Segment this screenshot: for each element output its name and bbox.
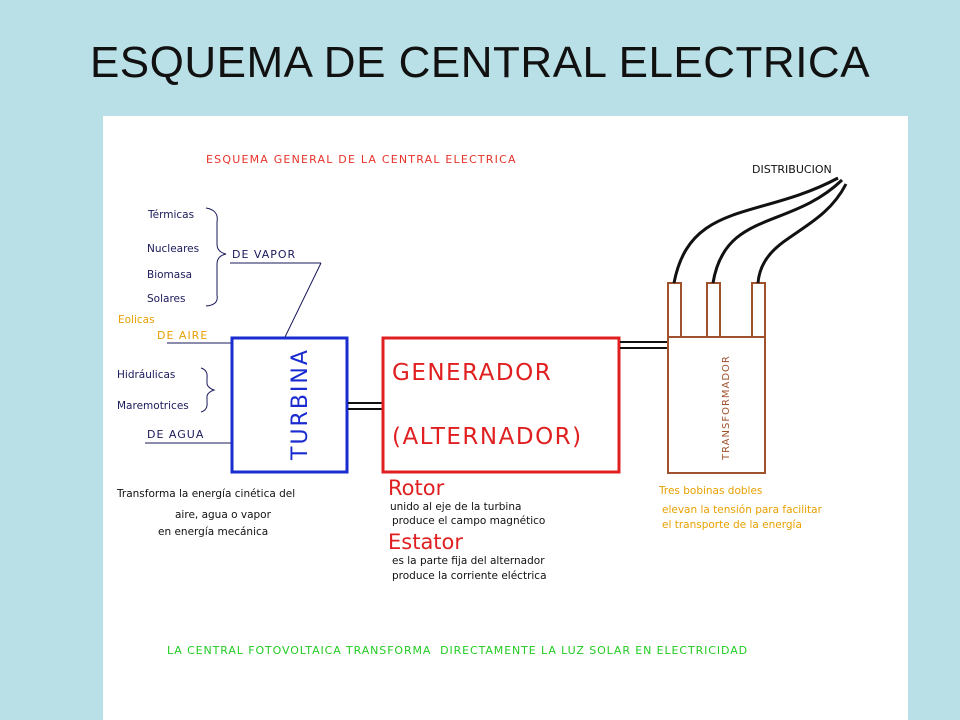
source-hidraulicas: Hidráulicas	[117, 369, 175, 381]
coil-2	[706, 282, 721, 338]
distribution-wire-2	[711, 178, 844, 284]
turbine-box	[230, 336, 349, 474]
turbine-desc-1: Transforma la energía cinética del	[116, 488, 295, 500]
turbine-desc-2: aire, agua o vapor	[175, 509, 272, 521]
estator-desc-2: produce la corriente eléctrica	[392, 570, 547, 582]
generator-label: GENERADOR	[392, 360, 552, 386]
coil-1	[667, 282, 682, 338]
turbine-label: TURBINA	[288, 348, 313, 461]
label-de-aire: DE AIRE	[157, 329, 208, 342]
label-de-agua: DE AGUA	[147, 428, 204, 441]
footer-note: LA CENTRAL FOTOVOLTAICA TRANSFORMA DIREC…	[167, 644, 748, 657]
generator-box	[381, 336, 621, 474]
brace-agua	[200, 367, 216, 413]
coil-3	[751, 282, 766, 338]
source-maremotrices: Maremotrices	[117, 400, 189, 412]
brace-vapor	[205, 207, 227, 307]
diagram-panel	[103, 116, 908, 720]
distribution-wire-1	[672, 176, 839, 284]
label-de-vapor: DE VAPOR	[232, 248, 296, 261]
rotor-label: Rotor	[388, 476, 445, 500]
source-eolicas: Eolicas	[118, 314, 155, 326]
turbine-desc-3: en energía mecánica	[158, 526, 268, 538]
source-nucleares: Nucleares	[147, 243, 199, 255]
slide-title: ESQUEMA DE CENTRAL ELECTRICA	[89, 38, 871, 87]
distribution-label: DISTRIBUCION	[752, 163, 832, 176]
rotor-desc-1: unido al eje de la turbina	[390, 501, 521, 513]
distribution-wire-3	[756, 183, 848, 284]
source-biomasa: Biomasa	[147, 269, 192, 281]
estator-label: Estator	[388, 530, 463, 554]
source-termicas: Térmicas	[147, 209, 194, 221]
transformer-desc-1: elevan la tensión para facilitar	[662, 504, 823, 516]
line-vapor-turbine	[284, 262, 322, 338]
alternator-label: (ALTERNADOR)	[392, 424, 583, 450]
diagram-heading: ESQUEMA GENERAL DE LA CENTRAL ELECTRICA	[206, 153, 517, 166]
transformer-desc-2: el transporte de la energía	[662, 519, 802, 531]
source-solares: Solares	[147, 293, 185, 305]
transformer-box	[667, 336, 766, 474]
transformer-bobinas: Tres bobinas dobles	[658, 485, 762, 497]
rotor-desc-2: produce el campo magnético	[392, 515, 545, 527]
estator-desc-1: es la parte fija del alternador	[392, 555, 545, 567]
transformer-label: TRANSFORMADOR	[721, 355, 732, 461]
